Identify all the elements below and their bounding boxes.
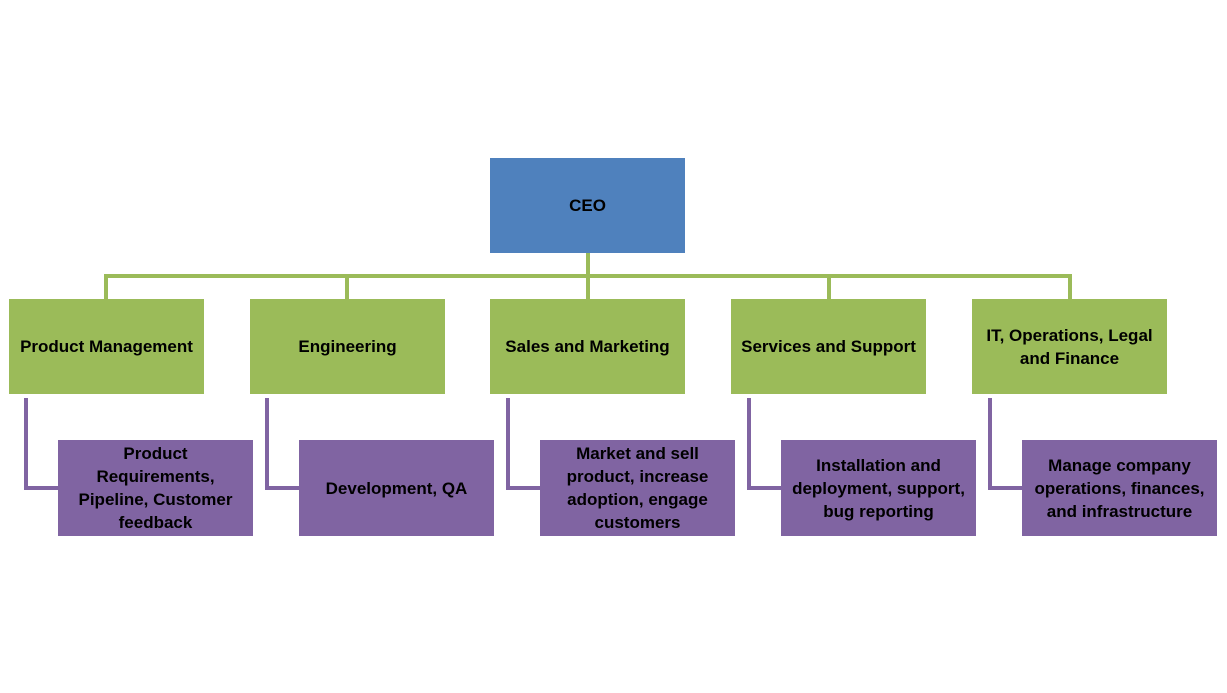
- ceo-box: CEO: [490, 158, 685, 253]
- responsibility-box-engineering: Development, QA: [299, 440, 494, 536]
- responsibility-elbow-line: [24, 398, 58, 490]
- responsibility-elbow-line: [988, 398, 1022, 490]
- department-box-services-and-support: Services and Support: [731, 299, 926, 394]
- responsibility-label: Product Requirements, Pipeline, Customer…: [78, 444, 233, 532]
- ceo-connectors: [104, 253, 1072, 299]
- responsibility-elbow-line: [506, 398, 540, 490]
- department-label: IT, Operations, Legal and Finance: [986, 325, 1153, 368]
- department-box-it-operations-legal-finance: IT, Operations, Legal and Finance: [972, 299, 1167, 394]
- department-box-engineering: Engineering: [250, 299, 445, 394]
- responsibility-label: Manage company operations, finances, and…: [1034, 455, 1205, 521]
- responsibility-elbow-line: [747, 398, 781, 490]
- ceo-label: CEO: [569, 196, 606, 215]
- department-box-product-management: Product Management: [9, 299, 204, 394]
- responsibility-label: Development, QA: [325, 478, 468, 498]
- responsibility-label: Installation and deployment, support, bu…: [792, 455, 965, 521]
- responsibility-box-product-management: Product Requirements, Pipeline, Customer…: [58, 440, 253, 536]
- responsibility-box-services-and-support: Installation and deployment, support, bu…: [781, 440, 976, 536]
- responsibility-elbow-line: [265, 398, 299, 490]
- department-label: Engineering: [298, 337, 397, 356]
- responsibility-box-it-operations-legal-finance: Manage company operations, finances, and…: [1022, 440, 1217, 536]
- department-box-sales-and-marketing: Sales and Marketing: [490, 299, 685, 394]
- department-label: Sales and Marketing: [505, 337, 670, 356]
- responsibility-connectors: [24, 398, 1022, 490]
- responsibility-box-sales-and-marketing: Market and sell product, increase adopti…: [540, 440, 735, 536]
- department-label: Product Management: [20, 337, 193, 356]
- department-label: Services and Support: [741, 337, 916, 356]
- responsibility-label: Market and sell product, increase adopti…: [566, 444, 709, 532]
